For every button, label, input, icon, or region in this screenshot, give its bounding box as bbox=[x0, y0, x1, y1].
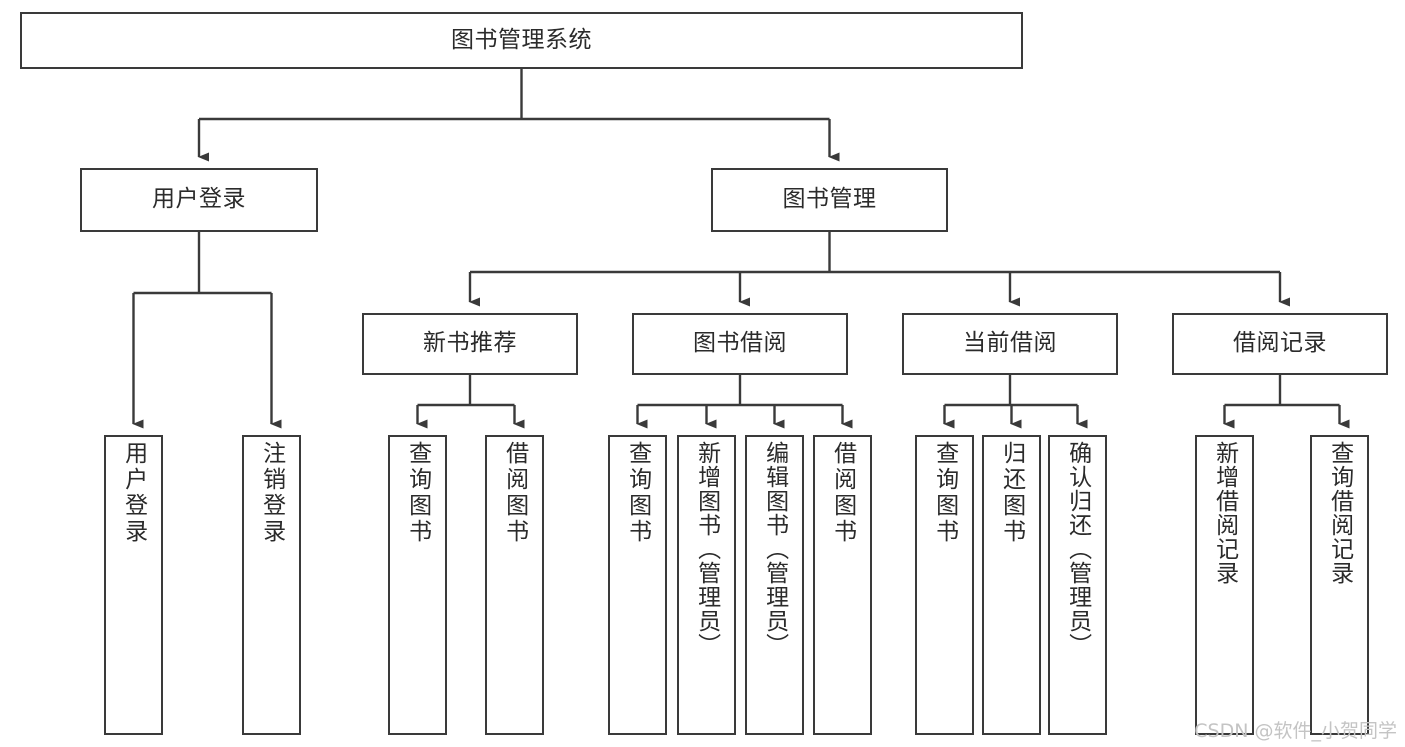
node-new-book-recommend-label: 新书推荐 bbox=[423, 330, 517, 357]
leaf-query-book-1-label: 查询图书 bbox=[404, 441, 431, 545]
leaf-user-login-label: 用户登录 bbox=[120, 441, 147, 545]
leaf-query-book-2[interactable]: 查询图书 bbox=[608, 435, 667, 735]
leaf-return-book[interactable]: 归还图书 bbox=[982, 435, 1041, 735]
leaf-logout-label: 注销登录 bbox=[258, 441, 285, 545]
leaf-query-borrow-record-label: 查询借阅记录 bbox=[1326, 441, 1353, 585]
node-book-borrow-label: 图书借阅 bbox=[693, 330, 787, 357]
node-current-borrow-label: 当前借阅 bbox=[963, 330, 1057, 357]
leaf-confirm-return[interactable]: 确认归还（管理员） bbox=[1048, 435, 1107, 735]
leaf-add-borrow-record[interactable]: 新增借阅记录 bbox=[1195, 435, 1254, 735]
node-root[interactable]: 图书管理系统 bbox=[20, 12, 1023, 69]
leaf-borrow-book-1-label: 借阅图书 bbox=[501, 441, 528, 545]
leaf-confirm-return-label: 确认归还（管理员） bbox=[1064, 441, 1091, 657]
leaf-query-book-3-label: 查询图书 bbox=[931, 441, 958, 545]
node-borrow-record[interactable]: 借阅记录 bbox=[1172, 313, 1388, 375]
leaf-logout[interactable]: 注销登录 bbox=[242, 435, 301, 735]
leaf-edit-book[interactable]: 编辑图书（管理员） bbox=[745, 435, 804, 735]
node-book-borrow[interactable]: 图书借阅 bbox=[632, 313, 848, 375]
leaf-query-borrow-record[interactable]: 查询借阅记录 bbox=[1310, 435, 1369, 735]
node-root-label: 图书管理系统 bbox=[451, 26, 592, 53]
node-book-manage-label: 图书管理 bbox=[782, 186, 877, 213]
leaf-borrow-book-2[interactable]: 借阅图书 bbox=[813, 435, 872, 735]
leaf-query-book-3[interactable]: 查询图书 bbox=[915, 435, 974, 735]
leaf-add-borrow-record-label: 新增借阅记录 bbox=[1211, 441, 1238, 585]
node-book-manage[interactable]: 图书管理 bbox=[711, 168, 948, 232]
leaf-borrow-book-1[interactable]: 借阅图书 bbox=[485, 435, 544, 735]
leaf-add-book[interactable]: 新增图书（管理员） bbox=[677, 435, 736, 735]
node-user-login-label: 用户登录 bbox=[152, 186, 246, 213]
csdn-watermark: CSDN @软件_小贺同学 bbox=[1194, 720, 1397, 742]
leaf-query-book-2-label: 查询图书 bbox=[624, 441, 651, 545]
leaf-query-book-1[interactable]: 查询图书 bbox=[388, 435, 447, 735]
node-borrow-record-label: 借阅记录 bbox=[1233, 330, 1327, 357]
node-new-book-recommend[interactable]: 新书推荐 bbox=[362, 313, 578, 375]
leaf-add-book-label: 新增图书（管理员） bbox=[693, 441, 720, 657]
node-current-borrow[interactable]: 当前借阅 bbox=[902, 313, 1118, 375]
node-user-login[interactable]: 用户登录 bbox=[80, 168, 318, 232]
leaf-borrow-book-2-label: 借阅图书 bbox=[829, 441, 856, 545]
leaf-user-login[interactable]: 用户登录 bbox=[104, 435, 163, 735]
leaf-return-book-label: 归还图书 bbox=[998, 441, 1025, 545]
leaf-edit-book-label: 编辑图书（管理员） bbox=[761, 441, 788, 657]
